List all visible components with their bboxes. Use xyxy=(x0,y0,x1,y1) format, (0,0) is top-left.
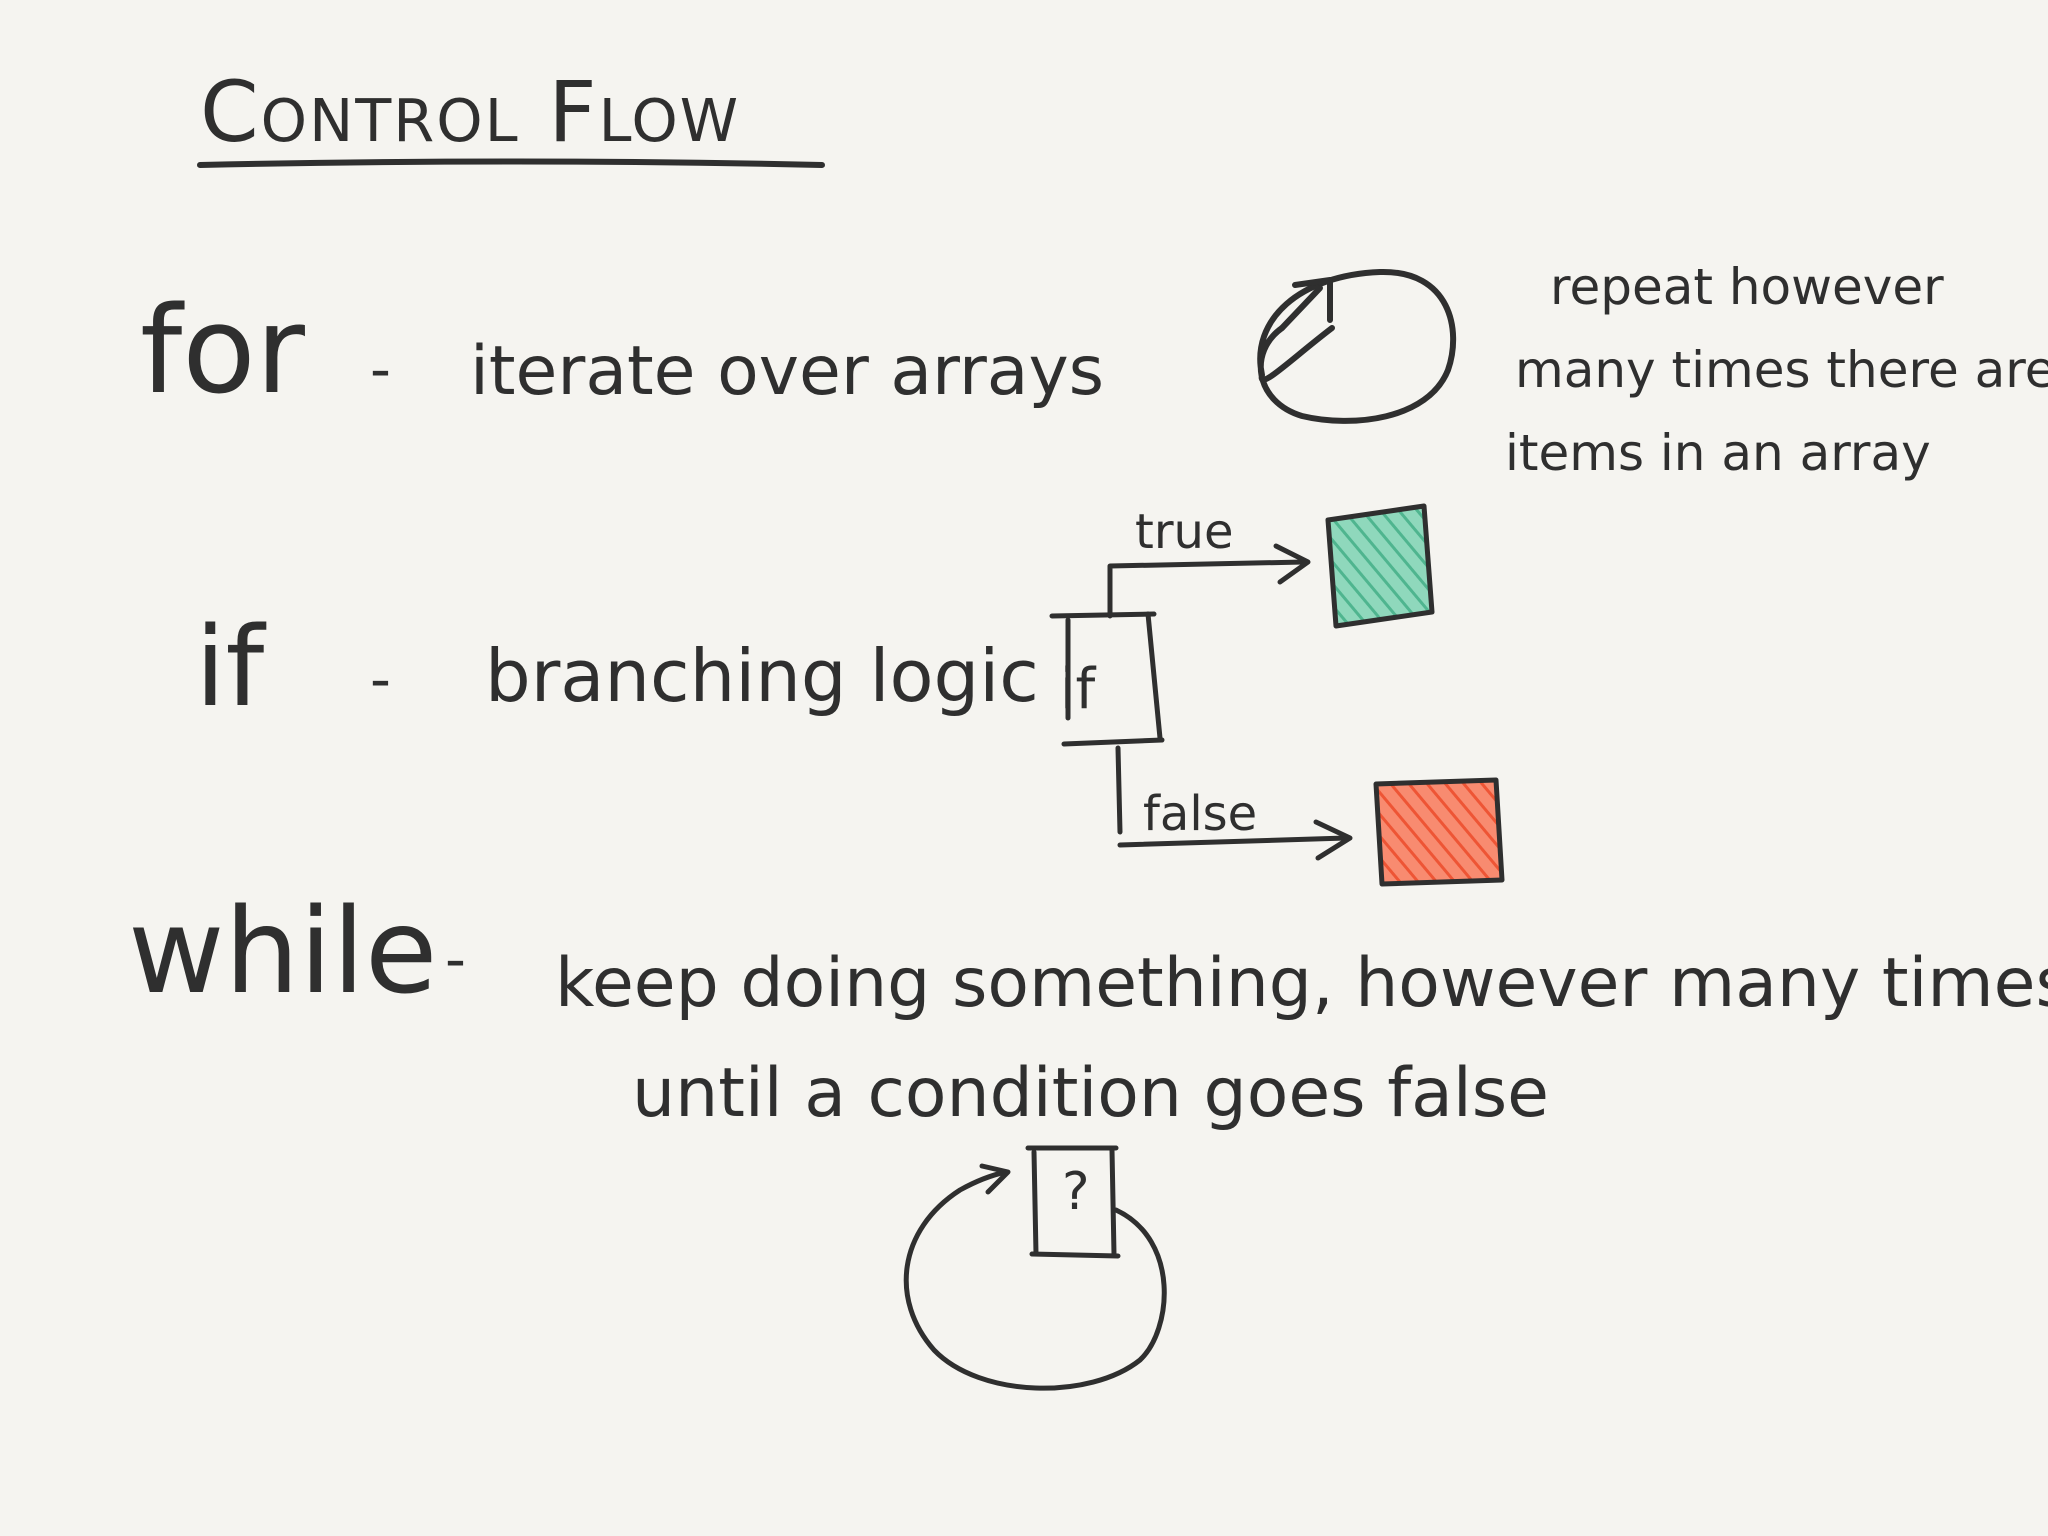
while-description-line-2: until a condition goes false xyxy=(632,1054,1549,1133)
if-dash: - xyxy=(370,645,391,713)
for-note-line-1: repeat however xyxy=(1550,258,1944,316)
for-description: iterate over arrays xyxy=(470,332,1105,411)
if-keyword: if xyxy=(195,603,265,731)
for-note-line-3: items in an array xyxy=(1505,424,1931,482)
while-dash: - xyxy=(445,925,466,993)
true-result-box xyxy=(1325,503,1435,629)
for-dash: - xyxy=(370,335,391,403)
title-underline xyxy=(197,158,825,168)
true-branch-label: true xyxy=(1135,504,1234,560)
for-note-line-2: many times there are xyxy=(1515,341,2048,399)
false-result-box xyxy=(1373,777,1505,887)
if-box xyxy=(1049,611,1165,747)
while-condition-box xyxy=(1025,1145,1121,1259)
for-keyword: for xyxy=(140,282,305,421)
while-loop-arrow-icon xyxy=(903,1163,1167,1391)
while-keyword: while xyxy=(128,882,438,1020)
if-description: branching logic xyxy=(485,634,1039,718)
loop-arrow-icon xyxy=(1257,268,1457,424)
while-condition-label: ? xyxy=(1062,1162,1090,1222)
true-branch-arrow xyxy=(1107,543,1311,619)
page-title: Control Flow xyxy=(200,63,741,161)
while-description-line-1: keep doing something, however many times… xyxy=(555,944,2048,1023)
false-branch-arrow xyxy=(1115,745,1353,861)
false-branch-label: false xyxy=(1143,786,1258,842)
